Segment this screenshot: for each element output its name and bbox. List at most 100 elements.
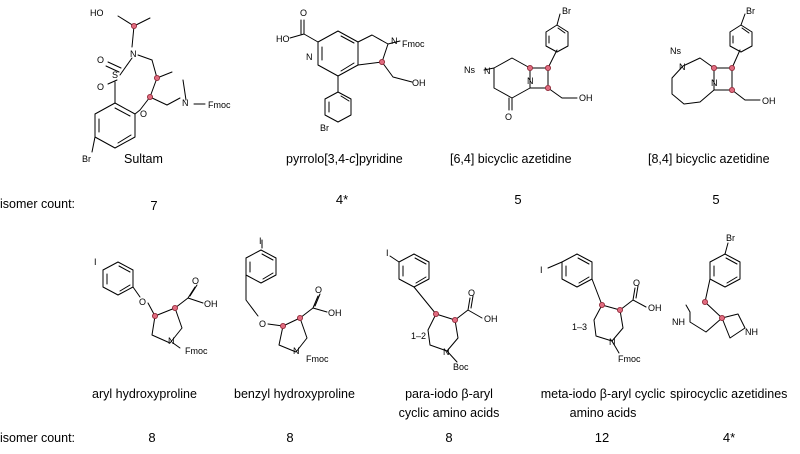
- atom-s: S: [112, 70, 118, 80]
- molecule-aryl-hydroxyproline: I O O OH N Fmoc: [94, 257, 218, 356]
- atom-br: Br: [746, 6, 755, 16]
- isomer-count: 7: [150, 198, 158, 213]
- caption-spirocyclic: spirocyclic azetidines: [670, 387, 788, 401]
- stereocenter: [171, 304, 178, 311]
- atom-o: O: [192, 276, 199, 286]
- caption-aryl-hydroxyproline: aryl hydroxyproline: [92, 387, 197, 401]
- stereocenter: [711, 65, 718, 72]
- atom-o: O: [97, 55, 104, 65]
- atom-i: I: [386, 248, 389, 258]
- isomer-count: 5: [712, 192, 720, 207]
- isomer-count: 8: [286, 430, 294, 445]
- atom-ns: Ns: [670, 46, 681, 56]
- atom-n: N: [711, 78, 718, 88]
- atom-i: I: [94, 257, 97, 267]
- atom-nh: NH: [745, 327, 758, 337]
- atom-oh: OH: [328, 308, 342, 318]
- atom-o: O: [315, 285, 322, 295]
- stereocenter: [719, 314, 726, 321]
- atom-o: O: [140, 109, 147, 119]
- stereocenter: [130, 22, 137, 29]
- atom-n: N: [293, 346, 300, 356]
- stereocenter: [729, 87, 736, 94]
- atom-o: O: [259, 319, 266, 329]
- caption-sultam: Sultam: [124, 152, 163, 166]
- atom-i: I: [259, 236, 262, 246]
- stereocenter: [146, 94, 153, 101]
- atom-fmoc: Fmoc: [402, 39, 425, 49]
- atom-oh: OH: [579, 93, 593, 103]
- atom-i: I: [540, 265, 543, 275]
- atom-range: 1–2: [411, 331, 426, 341]
- atom-n: N: [130, 49, 137, 59]
- isomer-count: 8: [445, 430, 453, 445]
- row2-label: isomer count:: [0, 431, 76, 445]
- stereocenter: [153, 75, 160, 82]
- atom-o: O: [97, 82, 104, 92]
- stereocenter: [545, 85, 552, 92]
- molecule-spirocyclic-azetidine: Br NH NH: [672, 233, 758, 339]
- caption-pyrrolopyridine: pyrrolo[3,4-c]pyridine: [286, 152, 403, 166]
- atom-br: Br: [320, 123, 329, 133]
- atom-br: Br: [726, 233, 735, 243]
- atom-oh: OH: [484, 314, 498, 324]
- atom-oh: OH: [412, 78, 426, 88]
- atom-n: N: [182, 98, 189, 108]
- stereocenter: [599, 301, 606, 308]
- stereocenter: [151, 312, 158, 319]
- stereocenter: [451, 316, 458, 323]
- atom-o: O: [505, 112, 512, 122]
- atom-ho: HO: [90, 8, 104, 18]
- atom-br: Br: [82, 154, 91, 164]
- caption-bicyclic-64: [6,4] bicyclic azetidine: [450, 152, 572, 166]
- stereocenter: [617, 306, 624, 313]
- molecule-meta-iodo-beta-aryl: I O OH 1–3 N Fmoc: [540, 253, 662, 364]
- atom-n: N: [391, 36, 398, 46]
- atom-ho: HO: [276, 34, 290, 44]
- atom-o: O: [300, 8, 307, 18]
- isomer-count: 4*: [335, 192, 349, 207]
- atom-n: N: [609, 337, 616, 347]
- row1-label: isomer count:: [0, 197, 76, 211]
- molecule-benzyl-hydroxyproline: I O O OH N Fmoc: [245, 236, 342, 364]
- atom-o: O: [468, 288, 475, 298]
- molecule-sultam: HO N S O O O N Fmoc Br: [82, 8, 231, 164]
- stereocenter: [378, 59, 385, 66]
- stereocenter: [545, 65, 552, 72]
- atom-o: O: [633, 278, 640, 288]
- atom-oh: OH: [648, 303, 662, 313]
- stereocenter: [279, 322, 286, 329]
- atom-ns: Ns: [464, 65, 475, 75]
- atom-boc: Boc: [453, 362, 469, 372]
- stereocenter: [432, 310, 439, 317]
- isomer-count: 12: [594, 430, 610, 445]
- atom-o: O: [139, 297, 146, 307]
- atom-nh: NH: [672, 317, 685, 327]
- stereocenter: [729, 65, 736, 72]
- atom-n: N: [168, 336, 175, 346]
- isomer-count: 4*: [722, 430, 736, 445]
- atom-fmoc: Fmoc: [208, 100, 231, 110]
- atom-range: 1–3: [572, 322, 587, 332]
- atom-n: N: [527, 76, 534, 86]
- atom-n: N: [443, 347, 450, 357]
- stereocenter: [296, 314, 303, 321]
- molecule-bicyclic-azetidine-64: Ns N N O OH Br: [464, 6, 593, 122]
- isomer-count: 5: [514, 192, 522, 207]
- atom-n: N: [306, 52, 313, 62]
- caption-benzyl-hydroxyproline: benzyl hydroxyproline: [234, 387, 355, 401]
- stereocenter: [527, 65, 534, 72]
- atom-n: N: [679, 62, 686, 72]
- atom-n: N: [484, 66, 491, 76]
- atom-br: Br: [562, 6, 571, 16]
- atom-oh: OH: [204, 299, 218, 309]
- molecule-para-iodo-beta-aryl: I O OH 1–2 N Boc: [386, 248, 498, 372]
- molecule-pyrrolopyridine: HO O N N Fmoc OH Br: [276, 8, 426, 133]
- atom-fmoc: Fmoc: [185, 346, 208, 356]
- atom-fmoc: Fmoc: [306, 354, 329, 364]
- atom-fmoc: Fmoc: [618, 354, 641, 364]
- caption-bicyclic-84: [8,4] bicyclic azetidine: [648, 152, 770, 166]
- caption-meta-iodo: meta-iodo β-aryl cyclic amino acids: [540, 387, 666, 420]
